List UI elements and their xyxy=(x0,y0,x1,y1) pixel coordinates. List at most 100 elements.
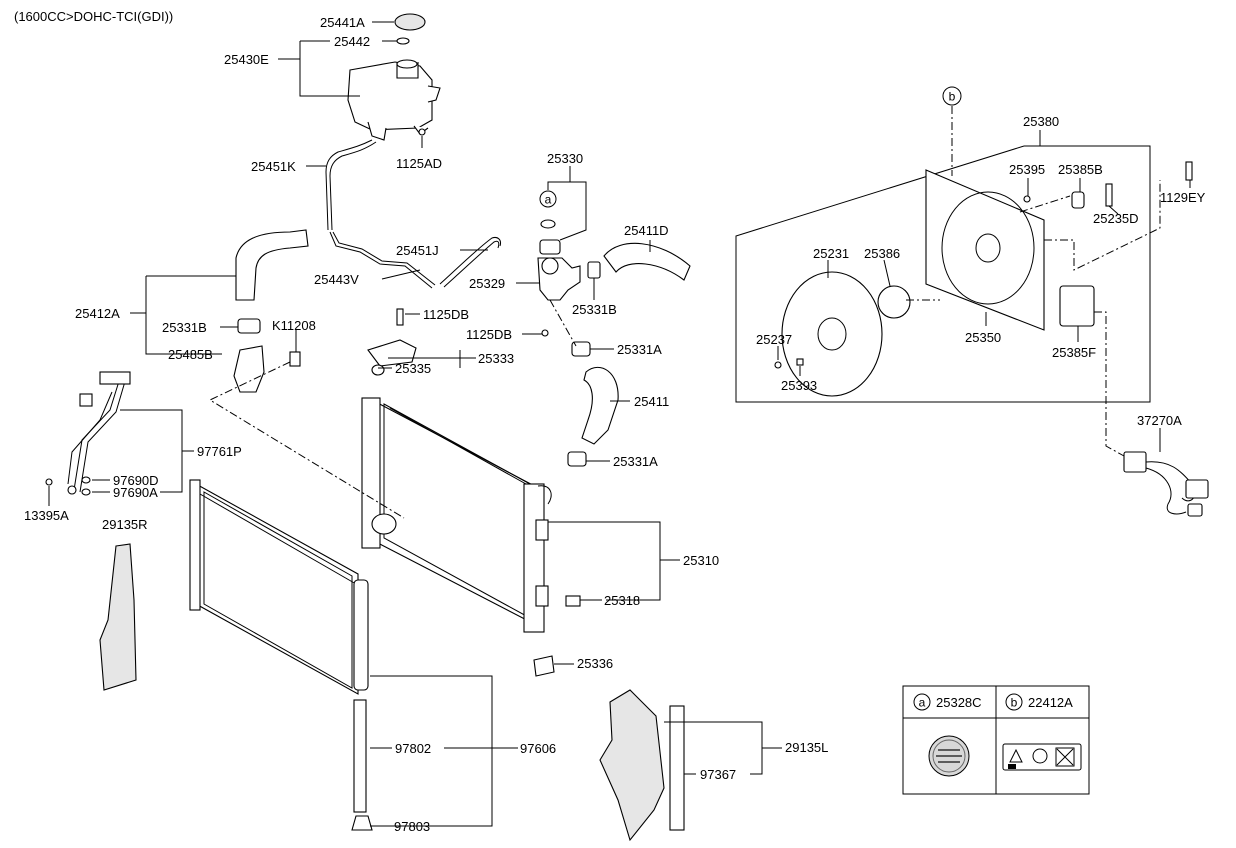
part-label-25412A[interactable]: 25412A xyxy=(75,306,120,321)
part-label-97802[interactable]: 97802 xyxy=(395,741,432,756)
callout-a: a xyxy=(539,190,557,208)
legend-b-letter: b xyxy=(1011,696,1018,710)
part-label-25331A-upper[interactable]: 25331A xyxy=(617,342,662,357)
clamp-25331A-lower xyxy=(567,451,587,467)
part-label-25331A-lower[interactable]: 25331A xyxy=(613,454,658,469)
part-label-25442[interactable]: 25442 xyxy=(334,34,371,49)
seal-97367 xyxy=(669,705,685,831)
part-label-25451J[interactable]: 25451J xyxy=(396,243,439,258)
lower-hose-25411 xyxy=(581,366,619,445)
callout-b: b xyxy=(942,86,962,106)
part-label-25411[interactable]: 25411 xyxy=(634,394,670,409)
bolt-1129EY xyxy=(1185,161,1193,181)
clip-25393 xyxy=(796,358,804,366)
legend-table: a b 25328C 22412A xyxy=(902,685,1090,795)
fan-shroud xyxy=(925,169,1045,331)
overflow-pipe-outline xyxy=(332,231,436,286)
oring-97690A xyxy=(81,488,91,496)
part-label-25411D[interactable]: 25411D xyxy=(624,223,669,238)
part-label-25336[interactable]: 25336 xyxy=(577,656,614,671)
part-label-K11208[interactable]: K11208 xyxy=(272,318,316,333)
part-label-25380[interactable]: 25380 xyxy=(1023,114,1060,129)
hose-25451J-outline xyxy=(443,240,500,288)
part-label-13395A[interactable]: 13395A xyxy=(24,508,69,523)
air-guard-29135L xyxy=(599,689,665,842)
reservoir-tank xyxy=(347,13,441,141)
part-label-25485B[interactable]: 25485B xyxy=(168,347,213,362)
part-label-25331B-left[interactable]: 25331B xyxy=(162,320,207,335)
part-label-97367[interactable]: 97367 xyxy=(700,767,737,782)
part-label-25331B-right[interactable]: 25331B xyxy=(572,302,617,317)
part-label-97803[interactable]: 97803 xyxy=(394,819,431,834)
part-label-29135L[interactable]: 29135L xyxy=(785,740,829,755)
bolt-1125DB-a xyxy=(396,308,404,326)
part-label-1125DB-b[interactable]: 1125DB xyxy=(466,327,513,342)
part-label-97606[interactable]: 97606 xyxy=(520,741,557,756)
part-label-1129EY[interactable]: 1129EY xyxy=(1160,190,1206,205)
clamp-25331B-left xyxy=(237,318,261,334)
part-label-25386[interactable]: 25386 xyxy=(864,246,901,261)
reservoir-hose-outline xyxy=(329,141,377,231)
part-label-25385B[interactable]: 25385B xyxy=(1058,162,1103,177)
part-label-25333[interactable]: 25333 xyxy=(478,351,515,366)
overflow-pipe xyxy=(329,231,433,289)
air-guard-29135R xyxy=(99,543,137,691)
part-label-25335[interactable]: 25335 xyxy=(395,361,432,376)
part-label-25330[interactable]: 25330 xyxy=(547,151,584,166)
nut-13395A xyxy=(45,478,53,486)
part-label-25441A[interactable]: 25441A xyxy=(320,15,365,30)
fan-assembly-box xyxy=(735,145,1151,403)
clip-25395 xyxy=(1023,195,1031,203)
module-25385F xyxy=(1059,285,1095,327)
part-label-25443V[interactable]: 25443V xyxy=(314,272,359,287)
hose-25451J xyxy=(439,237,501,285)
condenser xyxy=(189,479,369,695)
leader-lines xyxy=(48,21,1191,827)
reservoir-hose xyxy=(325,139,373,231)
engine-spec: (1600CC>DOHC-TCI(GDI)) xyxy=(14,9,174,24)
oring-97690D xyxy=(81,476,91,484)
part-label-97690D[interactable]: 97690D xyxy=(113,473,159,488)
callout-b-letter: b xyxy=(949,90,956,104)
legend-a-part: 25328C xyxy=(936,695,982,710)
part-label-25237[interactable]: 25237 xyxy=(756,332,793,347)
part-label-25350[interactable]: 25350 xyxy=(965,330,1002,345)
part-label-25430E[interactable]: 25430E xyxy=(224,52,269,67)
assembly-lines xyxy=(208,106,1161,519)
pipe-97802 xyxy=(353,699,367,813)
sensor-25385B xyxy=(1071,191,1085,209)
part-label-37270A[interactable]: 37270A xyxy=(1137,413,1182,428)
part-label-25318[interactable]: 25318 xyxy=(604,593,641,608)
part-label-25329[interactable]: 25329 xyxy=(469,276,506,291)
part-label-97761P[interactable]: 97761P xyxy=(197,444,242,459)
part-label-25451K[interactable]: 25451K xyxy=(251,159,296,174)
warning-label-22412A xyxy=(1002,743,1082,771)
sensor-25318 xyxy=(565,595,581,607)
legend-b-part: 22412A xyxy=(1028,695,1073,710)
fan-motor-25386 xyxy=(877,285,911,319)
fan-blade-25231 xyxy=(781,271,883,397)
part-label-25385F[interactable]: 25385F xyxy=(1052,345,1097,360)
part-label-25393[interactable]: 25393 xyxy=(781,378,818,393)
bolt-1125AD xyxy=(418,128,426,136)
part-label-1125DB-a[interactable]: 1125DB xyxy=(423,307,470,322)
mount-25336 xyxy=(533,655,555,677)
part-label-25235D[interactable]: 25235D xyxy=(1093,211,1139,226)
part-label-29135R[interactable]: 29135R xyxy=(102,517,148,532)
part-label-97690A[interactable]: 97690A xyxy=(113,485,158,500)
mount-25335 xyxy=(371,364,385,376)
clamp-25331B-right xyxy=(587,261,601,279)
upper-hose xyxy=(235,229,309,301)
hose-25411D xyxy=(603,242,691,281)
part-label-25395[interactable]: 25395 xyxy=(1009,162,1046,177)
fitting-25485B xyxy=(233,345,265,393)
oil-cooler-lines xyxy=(67,371,131,495)
part-label-25231[interactable]: 25231 xyxy=(813,246,850,261)
bolt-25235D xyxy=(1105,183,1113,207)
part-label-25310[interactable]: 25310 xyxy=(683,553,720,568)
part-label-1125AD[interactable]: 1125AD xyxy=(396,156,443,171)
legend-a-letter: a xyxy=(919,696,926,710)
bolt-1125DB-b xyxy=(541,329,549,337)
radiator xyxy=(361,397,552,633)
